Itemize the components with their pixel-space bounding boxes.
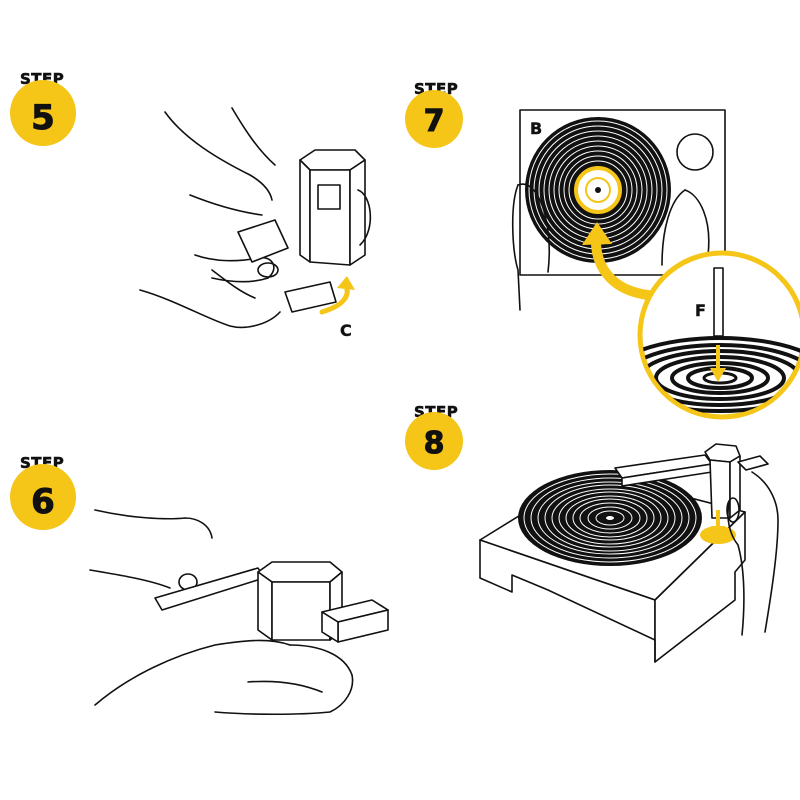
- step-6-number: 6: [31, 482, 56, 522]
- step-8-panel: STEP 8: [400, 400, 800, 800]
- step-7-part-label: B: [530, 119, 543, 138]
- step-7-detail-part-label: F: [695, 301, 706, 320]
- step-5-badge: 5: [10, 80, 76, 146]
- step-6-badge: 6: [10, 464, 76, 530]
- step-6-illustration: [89, 509, 389, 716]
- step-7-illustration: [511, 109, 800, 420]
- step-8-illustration: [479, 443, 779, 663]
- step-8-badge: 8: [405, 412, 463, 470]
- step-6-panel: STEP 6: [0, 400, 400, 800]
- step-8-number: 8: [423, 426, 445, 461]
- step-7-panel: STEP 7: [400, 0, 800, 420]
- step-5-panel: STEP 5 C: [0, 0, 400, 400]
- step-7-number: 7: [423, 104, 445, 139]
- step-7-badge: 7: [405, 90, 463, 148]
- step-5-illustration: [139, 107, 372, 329]
- step-5-part-label: C: [340, 321, 352, 340]
- step-5-number: 5: [31, 98, 56, 138]
- record-grooves: [525, 117, 671, 263]
